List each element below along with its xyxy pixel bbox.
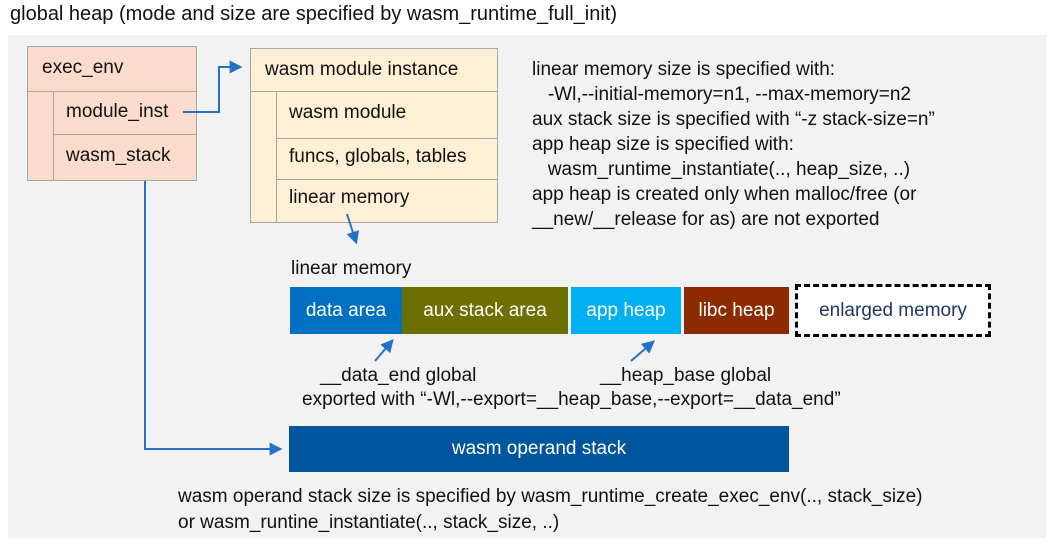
segment-label: aux stack area xyxy=(423,299,547,321)
note-line: or wasm_runtine_instantiate(.., stack_si… xyxy=(178,512,560,533)
operand-stack-notes: wasm operand stack size is specified by … xyxy=(178,484,923,536)
segment-app-heap: app heap xyxy=(571,287,681,334)
segment-enlarged-memory: enlarged memory xyxy=(795,284,991,337)
note-line: app heap size is specified with: xyxy=(532,134,794,155)
row-wasm-module: wasm module xyxy=(289,102,407,123)
arrow-data-end xyxy=(374,339,394,362)
exec-env-box: exec_env module_inst wasm_stack xyxy=(27,46,197,181)
heap-base-global-label: __heap_base global xyxy=(600,365,772,386)
note-line: __new/__release for as) are not exported xyxy=(532,209,880,230)
wasm-operand-stack-bar: wasm operand stack xyxy=(289,426,789,472)
segment-data-area: data area xyxy=(290,287,402,334)
gutter-line xyxy=(276,91,277,222)
diagram-title: global heap (mode and size are specified… xyxy=(10,3,617,25)
divider xyxy=(276,138,497,139)
exec-env-row-wasm-stack: wasm_stack xyxy=(66,145,171,166)
memory-size-notes: linear memory size is specified with: -W… xyxy=(532,57,935,232)
diagram-canvas: exec_env module_inst wasm_stack wasm mod… xyxy=(8,35,1046,538)
divider xyxy=(276,179,497,180)
note-line: -Wl,--initial-memory=n1, --max-memory=n2 xyxy=(532,84,911,105)
segment-label: data area xyxy=(305,299,387,321)
segment-aux-stack-area: aux stack area xyxy=(402,287,568,334)
export-flags-label: exported with “-Wl,--export=__heap_base,… xyxy=(302,389,841,410)
row-funcs-globals-tables: funcs, globals, tables xyxy=(289,146,467,167)
wasm-module-instance-box: wasm module instance wasm module funcs, … xyxy=(250,48,498,223)
data-end-global-label: __data_end global xyxy=(320,365,477,386)
note-line: wasm operand stack size is specified by … xyxy=(178,486,923,507)
note-line: linear memory size is specified with: xyxy=(532,59,836,80)
exec-env-row-module-inst: module_inst xyxy=(66,101,169,122)
divider xyxy=(28,91,196,92)
exec-env-header: exec_env xyxy=(42,57,124,78)
segment-label: libc heap xyxy=(698,299,775,321)
segment-label: app heap xyxy=(586,299,666,321)
arrow-heap-base xyxy=(630,340,655,362)
linear-memory-label: linear memory xyxy=(291,258,412,279)
note-line: wasm_runtime_instantiate(.., heap_size, … xyxy=(532,159,911,180)
module-instance-header: wasm module instance xyxy=(265,59,459,80)
divider xyxy=(53,134,196,135)
note-line: app heap is created only when malloc/fre… xyxy=(532,184,917,205)
gutter-line xyxy=(53,91,54,180)
note-line: aux stack size is specified with “-z sta… xyxy=(532,109,935,130)
segment-label: enlarged memory xyxy=(819,299,967,321)
operand-stack-label: wasm operand stack xyxy=(451,438,627,459)
segment-libc-heap: libc heap xyxy=(684,287,789,334)
divider xyxy=(251,91,497,92)
row-linear-memory: linear memory xyxy=(289,187,410,208)
